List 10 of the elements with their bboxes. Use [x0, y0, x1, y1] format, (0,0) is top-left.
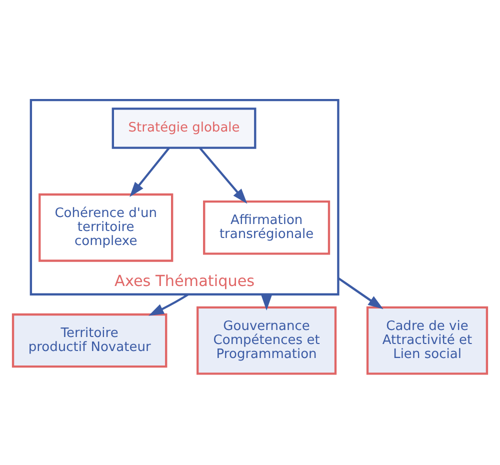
- arrow: [130, 147, 170, 198]
- node-box: Stratégie globale: [112, 108, 256, 149]
- arrow: [148, 293, 189, 316]
- node-box: Affirmation transrégionale: [203, 200, 330, 255]
- arrow: [199, 147, 248, 204]
- node-box: Cohérence d'un territoire complexe: [38, 193, 174, 262]
- arrow: [338, 277, 384, 310]
- node-box: Cadre de vie Attractivité et Lien social: [366, 306, 488, 375]
- node-box: Gouvernance Compétences et Programmation: [196, 306, 337, 375]
- node-box: Territoire productif Novateur: [12, 313, 168, 368]
